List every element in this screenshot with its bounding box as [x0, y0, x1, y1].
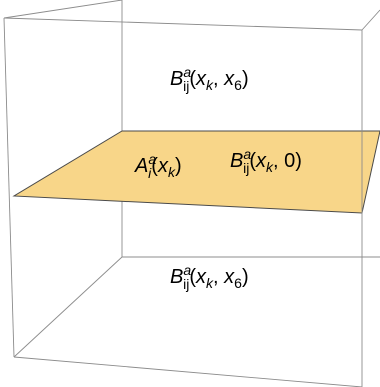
label-arg-second: x: [223, 68, 235, 90]
label-paren-open: (: [189, 266, 196, 288]
box-edge: [361, 9, 380, 31]
box-front-edges: [3, 0, 380, 387]
label-superscript: a: [243, 146, 251, 162]
label-base: B: [230, 150, 243, 172]
label-base: A: [134, 155, 148, 177]
box-edge: [13, 256, 123, 358]
label-subscript: ij: [243, 160, 249, 176]
label-superscript: a: [148, 151, 156, 167]
label-paren-close: ): [175, 155, 182, 177]
label-subscript: ij: [183, 276, 189, 292]
label-base: B: [170, 266, 183, 288]
label-separator: ,: [213, 68, 224, 90]
label-arg-x-subscript: k: [206, 275, 214, 291]
label-arg-second: x: [223, 266, 235, 288]
label-paren-close: ): [295, 150, 302, 172]
label-base: B: [170, 68, 183, 90]
label-arg-x: x: [255, 150, 267, 172]
label-arg-second-subscript: 6: [234, 275, 242, 291]
label-subscript: ij: [183, 78, 189, 94]
box-edge: [3, 0, 123, 19]
label-paren-open: (: [249, 150, 256, 172]
label-separator: ,: [273, 150, 284, 172]
label-arg-second: 0: [284, 150, 295, 172]
label-arg-x-subscript: k: [266, 159, 274, 175]
label-separator: ,: [213, 266, 224, 288]
label-paren-close: ): [242, 68, 249, 90]
label-arg-x: x: [157, 155, 169, 177]
box-edge: [3, 17, 363, 31]
label-arg-x: x: [195, 266, 207, 288]
label-paren-open: (: [151, 155, 158, 177]
box-edge: [3, 17, 15, 358]
label-superscript: a: [183, 262, 191, 278]
box-back-edges: [13, 0, 380, 358]
label-arg-second-subscript: 6: [234, 77, 242, 93]
label-superscript: a: [183, 64, 191, 80]
brane-plane: [12, 130, 380, 214]
label-arg-x-subscript: k: [206, 77, 214, 93]
label-arg-x-subscript: k: [168, 164, 176, 180]
label-paren-open: (: [189, 68, 196, 90]
box-edge: [13, 356, 363, 387]
label-subscript: i: [148, 165, 152, 181]
label-arg-x: x: [195, 68, 207, 90]
label-paren-close: ): [242, 266, 249, 288]
